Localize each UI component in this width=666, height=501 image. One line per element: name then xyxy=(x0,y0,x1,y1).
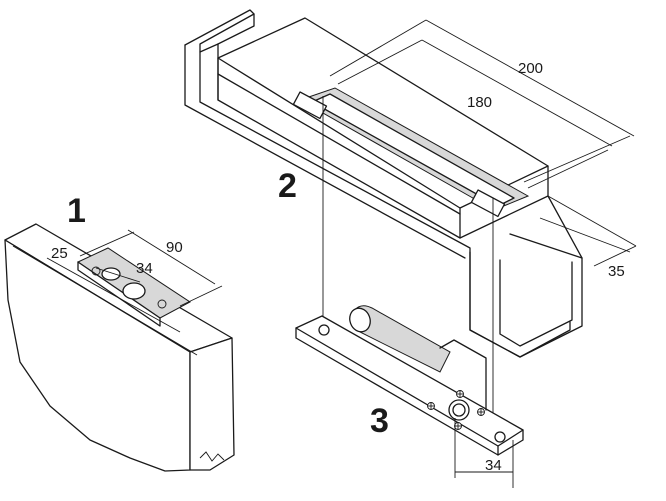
dimension-label-200: 200 xyxy=(518,60,543,77)
part-number-2: 2 xyxy=(278,167,297,205)
armature-plate-drawing xyxy=(295,305,524,456)
part-number-1: 1 xyxy=(67,192,86,230)
dimension-label-25: 25 xyxy=(51,245,68,262)
door-dimension-lines xyxy=(46,229,223,333)
lock-body-drawing xyxy=(184,9,583,358)
part-number-3: 3 xyxy=(370,402,389,440)
dimension-label-180: 180 xyxy=(467,94,492,111)
dimension-label-34-armature: 34 xyxy=(485,457,502,474)
dimension-label-35: 35 xyxy=(608,263,625,280)
strike-plate-drawing xyxy=(76,247,191,327)
armature-dimension-lines xyxy=(454,418,514,488)
lock-body-dimension-lines xyxy=(322,19,637,425)
dimension-label-90: 90 xyxy=(166,239,183,256)
dimension-label-34-strike: 34 xyxy=(136,260,153,277)
